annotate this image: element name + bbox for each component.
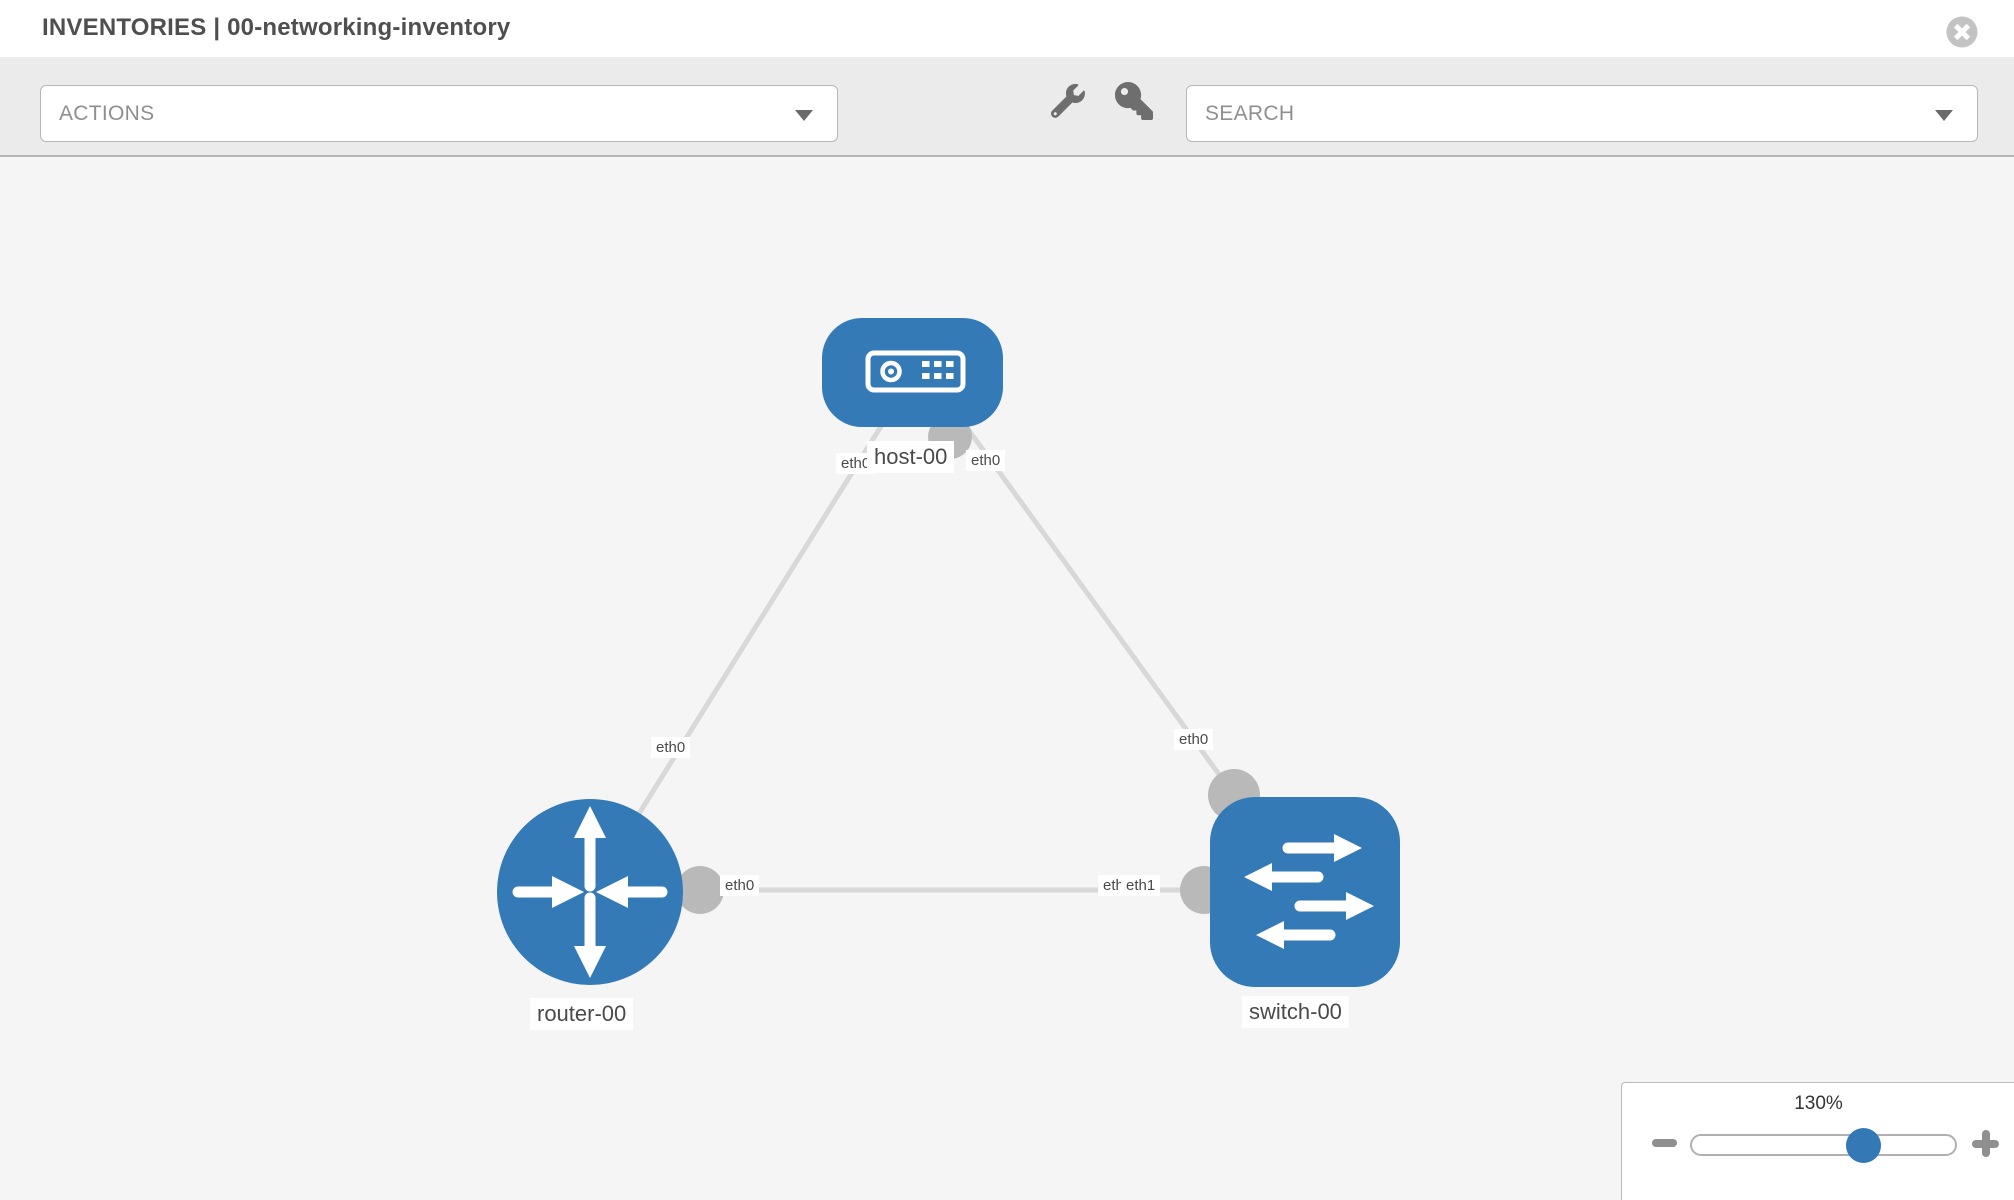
credentials-button[interactable] — [1112, 79, 1156, 123]
chevron-down-icon — [795, 110, 813, 121]
wrench-icon — [1051, 84, 1085, 118]
zoom-out-button[interactable] — [1652, 1139, 1677, 1147]
search-dropdown[interactable]: SEARCH — [1186, 85, 1978, 142]
search-dropdown-label: SEARCH — [1205, 101, 1295, 125]
key-icon — [1115, 82, 1153, 120]
zoom-panel: 130% — [1621, 1082, 2014, 1200]
actions-dropdown[interactable]: ACTIONS — [40, 85, 838, 142]
zoom-slider-handle[interactable] — [1846, 1128, 1881, 1163]
close-button[interactable] — [1946, 16, 1978, 48]
interface-label: eth0 — [720, 875, 760, 896]
router-icon — [512, 806, 668, 978]
actions-dropdown-label: ACTIONS — [59, 101, 155, 125]
node-label-host: host-00 — [867, 441, 955, 473]
host-icon — [865, 350, 966, 393]
interface-label: eth0 — [651, 737, 691, 758]
node-host[interactable] — [822, 318, 1003, 427]
interface-label: eth1 — [1121, 875, 1161, 896]
page-title: INVENTORIES | 00-networking-inventory — [42, 14, 511, 41]
topology-canvas[interactable] — [0, 157, 2014, 1200]
toolbar: ACTIONS SEARCH — [0, 57, 2014, 157]
interface-label: eth0 — [966, 450, 1006, 471]
interface-label: eth0 — [836, 453, 876, 474]
node-router[interactable] — [497, 799, 683, 985]
page-header: INVENTORIES | 00-networking-inventory — [0, 0, 2014, 57]
zoom-in-button[interactable] — [1972, 1130, 1999, 1157]
interface-label: eth0 — [1174, 729, 1214, 750]
node-switch[interactable] — [1210, 797, 1400, 987]
zoom-slider-track[interactable] — [1690, 1134, 1957, 1156]
port-dot — [676, 866, 724, 914]
chevron-down-icon — [1935, 110, 1953, 121]
node-label-router: router-00 — [530, 998, 634, 1030]
zoom-level: 130% — [1794, 1093, 1843, 1114]
switch-icon — [1244, 834, 1374, 949]
node-label-switch: switch-00 — [1242, 996, 1349, 1028]
configure-button[interactable] — [1046, 79, 1090, 123]
close-icon — [1946, 16, 1978, 48]
